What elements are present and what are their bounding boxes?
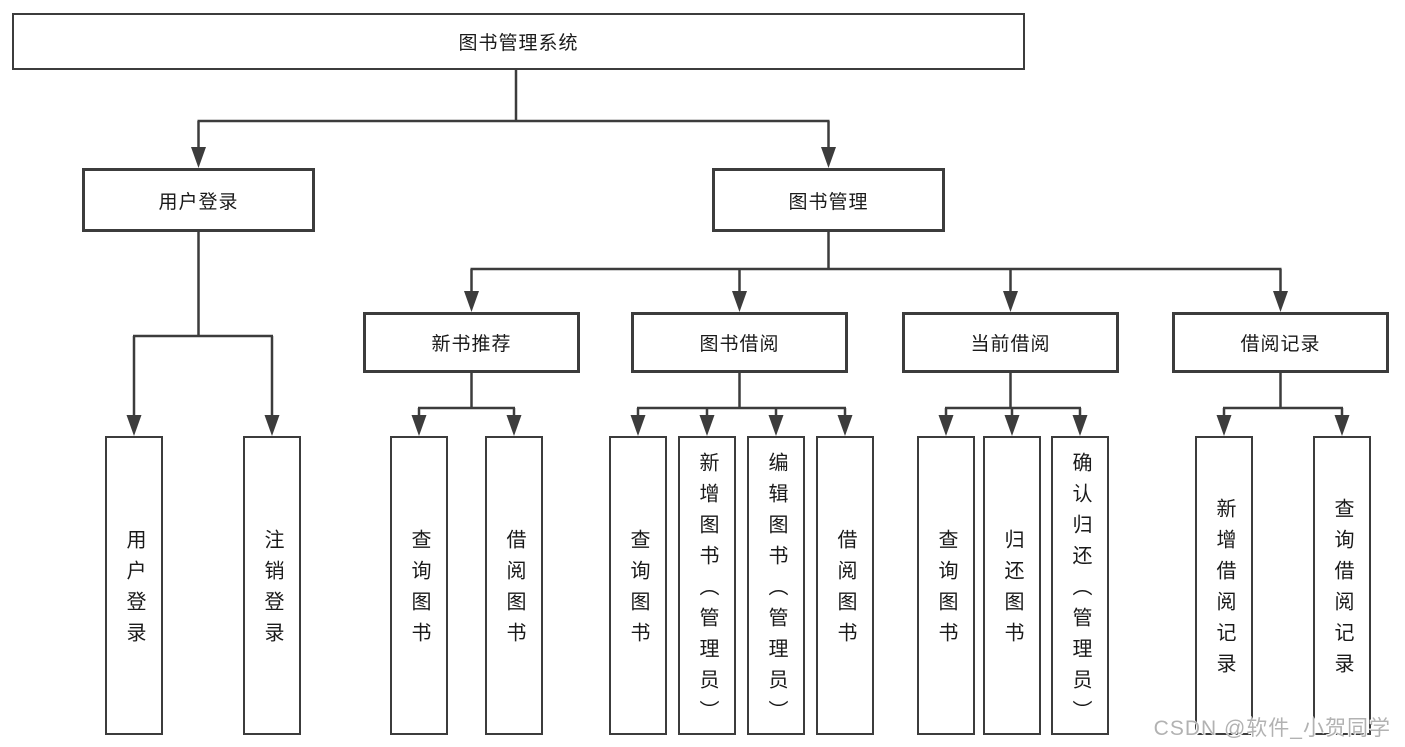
arrowhead: [1072, 415, 1088, 436]
node-current-borrow: 当前借阅: [902, 312, 1119, 373]
node-user-login: 用户登录: [82, 168, 315, 232]
arrowhead: [699, 415, 715, 436]
leaf-add-borrow-record: 新增借阅记录: [1195, 436, 1253, 735]
node-label: 新增借阅记录: [1213, 498, 1235, 684]
arrowhead: [630, 415, 646, 436]
arrowhead: [264, 415, 280, 436]
arrowhead: [464, 291, 479, 312]
arrowhead: [1334, 415, 1350, 436]
node-new-books: 新书推荐: [363, 312, 580, 373]
leaf-user-login: 用户登录: [105, 436, 163, 735]
node-label: 借阅图书: [834, 529, 856, 653]
connector-book-borrow: [630, 373, 853, 436]
arrowhead: [1273, 291, 1288, 312]
arrowhead: [1216, 415, 1232, 436]
connector-root: [191, 70, 836, 168]
csdn-watermark: CSDN @软件_小贺同学: [1153, 717, 1391, 740]
leaf-confirm-return-admin: 确认归还（管理员）: [1051, 436, 1109, 735]
connector-current-borrow: [938, 373, 1088, 436]
node-label: 用户登录: [158, 191, 239, 213]
leaf-query-books-2: 查询图书: [609, 436, 667, 735]
arrowhead: [126, 415, 142, 436]
leaf-borrow-books-1: 借阅图书: [485, 436, 543, 735]
node-root: 图书管理系统: [12, 13, 1025, 70]
connector-new-books: [411, 373, 522, 436]
connector-book-mgmt: [464, 232, 1288, 312]
node-label: 查询图书: [627, 529, 649, 653]
arrowhead: [732, 291, 747, 312]
node-label: 新书推荐: [431, 334, 512, 355]
arrowhead: [938, 415, 954, 436]
arrowhead: [768, 415, 784, 436]
node-borrow-records: 借阅记录: [1172, 312, 1389, 373]
node-label: 注销登录: [261, 529, 283, 653]
leaf-add-book-admin: 新增图书（管理员）: [678, 436, 736, 735]
node-book-borrow: 图书借阅: [631, 312, 848, 373]
node-label: 归还图书: [1001, 529, 1023, 653]
leaf-return-book: 归还图书: [983, 436, 1041, 735]
leaf-query-books-1: 查询图书: [390, 436, 448, 735]
node-label: 借阅图书: [503, 529, 525, 653]
node-label: 查询图书: [408, 529, 430, 653]
arrowhead: [506, 415, 522, 436]
node-label: 查询图书: [935, 529, 957, 653]
node-label: 编辑图书（管理员）: [765, 451, 787, 731]
arrowhead: [837, 415, 853, 436]
leaf-logout: 注销登录: [243, 436, 301, 735]
node-label: 当前借阅: [970, 334, 1051, 355]
arrowhead: [821, 147, 836, 168]
node-label: 图书管理: [788, 191, 869, 213]
arrowhead: [1003, 291, 1018, 312]
node-book-mgmt: 图书管理: [712, 168, 945, 232]
connector-user-login: [126, 232, 280, 436]
arrowhead: [191, 147, 206, 168]
leaf-query-books-3: 查询图书: [917, 436, 975, 735]
arrowhead: [411, 415, 427, 436]
node-label: 查询借阅记录: [1331, 498, 1353, 684]
arrowhead: [1004, 415, 1020, 436]
leaf-edit-book-admin: 编辑图书（管理员）: [747, 436, 805, 735]
node-label: 用户登录: [123, 529, 145, 653]
leaf-borrow-books-2: 借阅图书: [816, 436, 874, 735]
leaf-query-borrow-record: 查询借阅记录: [1313, 436, 1371, 735]
node-label: 图书借阅: [699, 334, 780, 355]
node-label: 新增图书（管理员）: [696, 451, 718, 731]
node-label: 图书管理系统: [458, 33, 579, 54]
node-label: 借阅记录: [1240, 334, 1321, 355]
node-label: 确认归还（管理员）: [1069, 451, 1091, 731]
connector-borrow-records: [1216, 373, 1350, 436]
